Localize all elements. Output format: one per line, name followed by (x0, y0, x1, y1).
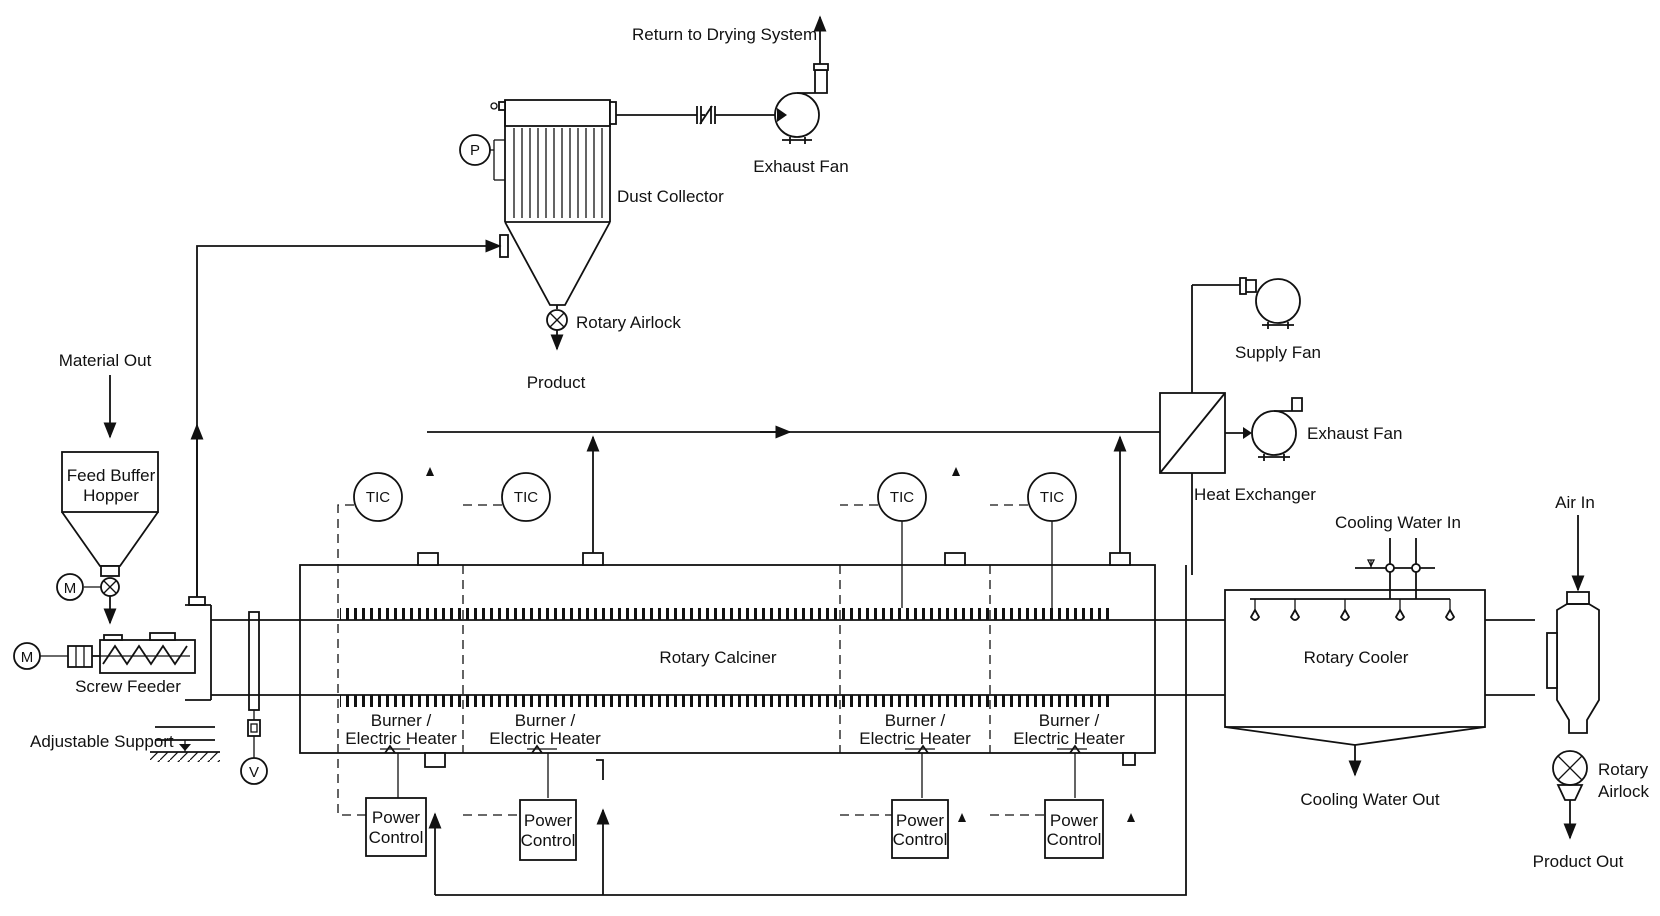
offgas-line (196, 239, 502, 604)
pressure-indicator: P (459, 134, 505, 181)
dust-collector (490, 99, 617, 306)
rotary-airlock-right-label-2: Airlock (1598, 782, 1650, 801)
rotary-airlock-right-label-1: Rotary (1598, 760, 1649, 779)
heating-zone-1: TIC Burner / Electric Heater Power Contr… (337, 472, 457, 857)
supply-fan-label: Supply Fan (1235, 343, 1321, 362)
product-out-label: Product Out (1533, 852, 1624, 871)
heat-exchanger (1159, 284, 1252, 575)
hopper-discharge-valve (84, 577, 120, 625)
rotary-cooler (1224, 589, 1486, 777)
burner-2-label-2: Electric Heater (489, 729, 601, 748)
rotary-airlock-top-label: Rotary Airlock (576, 313, 681, 332)
exhaust-fan-top (774, 15, 829, 144)
burner-3-label-1: Burner / (885, 711, 946, 730)
burner-4-label-1: Burner / (1039, 711, 1100, 730)
adjustable-support (150, 726, 220, 762)
power-control-3-label-1: Power (896, 811, 945, 830)
feed-buffer-hopper-label-2: Hopper (83, 486, 139, 505)
rotary-airlock-top (546, 305, 568, 351)
screw-feeder (67, 632, 196, 674)
dust-collector-label: Dust Collector (617, 187, 724, 206)
exhaust-fan-right (1251, 397, 1303, 461)
supply-fan (1239, 277, 1301, 329)
air-in-label: Air In (1555, 493, 1595, 512)
burner-4-label-2: Electric Heater (1013, 729, 1125, 748)
burner-1-label-1: Burner / (371, 711, 432, 730)
power-control-2-label-2: Control (521, 831, 576, 850)
material-out-label: Material Out (59, 351, 152, 370)
cooling-water-in-label: Cooling Water In (1335, 513, 1461, 532)
bottom-return-header (428, 565, 1187, 896)
heating-zone-4: TIC Burner / Electric Heater Power Contr… (990, 472, 1135, 859)
power-control-1-label-2: Control (369, 828, 424, 847)
adjustable-support-label: Adjustable Support (30, 732, 174, 751)
tic-4-label: TIC (1040, 489, 1064, 506)
power-control-1 (365, 797, 427, 857)
tic-1-label: TIC (366, 489, 390, 506)
vibrator-assembly: V (240, 611, 268, 785)
pressure-label: P (470, 142, 480, 159)
rotary-airlock-right (1552, 750, 1588, 840)
burner-2-label-1: Burner / (515, 711, 576, 730)
power-control-3-label-2: Control (893, 830, 948, 849)
screw-feeder-label: Screw Feeder (75, 677, 181, 696)
hopper-motor: M (56, 573, 84, 601)
cooling-water-inlet (1355, 538, 1435, 599)
fins-top (340, 608, 1110, 620)
heating-zone-3: TIC Burner / Electric Heater Power Contr… (840, 472, 971, 859)
burner-3-label-2: Electric Heater (859, 729, 971, 748)
power-control-4-label-1: Power (1050, 811, 1099, 830)
feed-buffer-hopper (61, 451, 159, 577)
heating-zone-2: TIC Burner / Electric Heater Power Contr… (463, 472, 601, 861)
filter-bags (513, 128, 603, 218)
rotary-cooler-label: Rotary Cooler (1304, 648, 1409, 667)
fins-bottom (340, 695, 1110, 707)
product-label: Product (527, 373, 586, 392)
power-control-2 (519, 799, 577, 861)
power-control-1-label-1: Power (372, 808, 421, 827)
return-to-drying-system-label: Return to Drying System (632, 25, 817, 44)
burner-1-label-2: Electric Heater (345, 729, 457, 748)
heat-exchanger-label: Heat Exchanger (1194, 485, 1316, 504)
screw-feeder-motor: M (13, 642, 68, 670)
cooling-water-out-label: Cooling Water Out (1300, 790, 1439, 809)
vibrator-label: V (249, 764, 259, 781)
screw-feeder-motor-label: M (21, 649, 34, 666)
power-control-4-label-2: Control (1047, 830, 1102, 849)
exhaust-fan-right-label: Exhaust Fan (1307, 424, 1402, 443)
tic-3-label: TIC (890, 489, 914, 506)
power-control-2-label-1: Power (524, 811, 573, 830)
exhaust-duct-top (616, 105, 777, 125)
offgas-header (427, 425, 1160, 553)
tic-2-label: TIC (514, 489, 538, 506)
feed-buffer-hopper-label-1: Feed Buffer (67, 466, 156, 485)
discharge-hood (1546, 515, 1600, 734)
power-control-4 (1044, 799, 1104, 859)
exhaust-fan-top-label: Exhaust Fan (753, 157, 848, 176)
hopper-motor-label: M (64, 580, 77, 597)
power-control-3 (891, 799, 949, 859)
rotary-calciner-label: Rotary Calciner (659, 648, 776, 667)
